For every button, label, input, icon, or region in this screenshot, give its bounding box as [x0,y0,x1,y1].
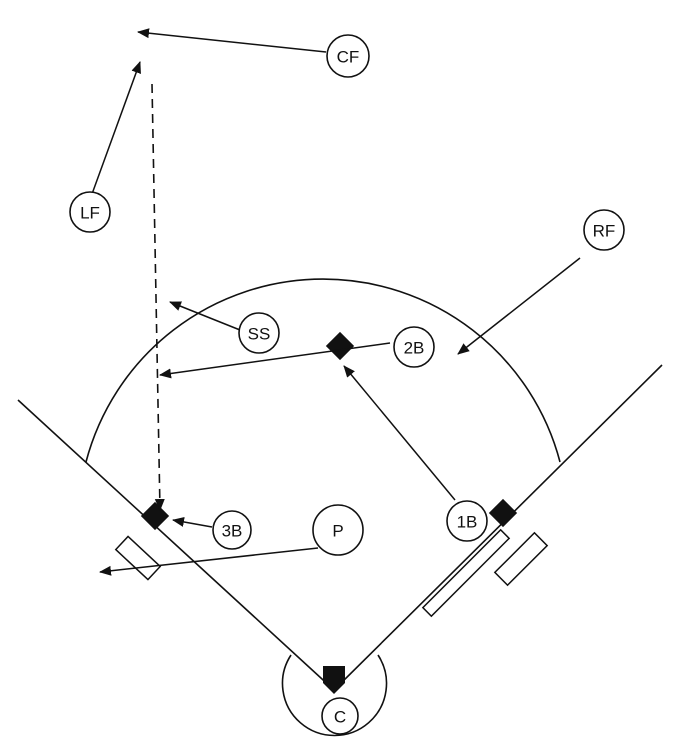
player-lf: LF [69,191,111,233]
player-1b: 1B [446,500,488,542]
player-label: 2B [404,339,425,358]
player-3b: 3B [212,510,252,550]
player-c: C [321,697,359,735]
player-label: 1B [457,513,478,532]
player-label: C [334,708,346,727]
player-label: 3B [222,522,243,541]
third-base-foul-line [17,399,335,691]
first-base-arrow [343,365,456,501]
cf-arrow [137,28,327,53]
player-ss: SS [238,312,280,354]
ss-arrow [169,301,241,331]
first-base-line-box [421,528,511,618]
player-label: CF [337,48,360,67]
lf-arrow [91,61,141,195]
player-rf: RF [583,209,625,251]
player-label: LF [80,204,100,223]
third-base [140,501,170,531]
first-base-coach-box [493,531,549,587]
player-label: SS [248,325,271,344]
first-base-foul-line [333,364,663,691]
player-cf: CF [326,34,370,78]
player-p: P [312,504,364,556]
first-base [488,498,518,528]
player-2b: 2B [393,326,435,368]
field [17,278,663,737]
player-label: RF [593,222,616,241]
third-base-arrow [172,517,213,528]
second-base-throw-arrow [159,342,391,379]
home-plate-circle [281,654,388,737]
rf-arrow [457,257,581,355]
home-plate [323,666,345,694]
player-label: P [332,522,343,541]
pitcher-arrow [99,547,319,576]
third-base-coach-box [114,535,162,581]
second-base [325,331,355,361]
outfield-arc [85,278,561,463]
relay-throw-dashed [151,83,165,511]
